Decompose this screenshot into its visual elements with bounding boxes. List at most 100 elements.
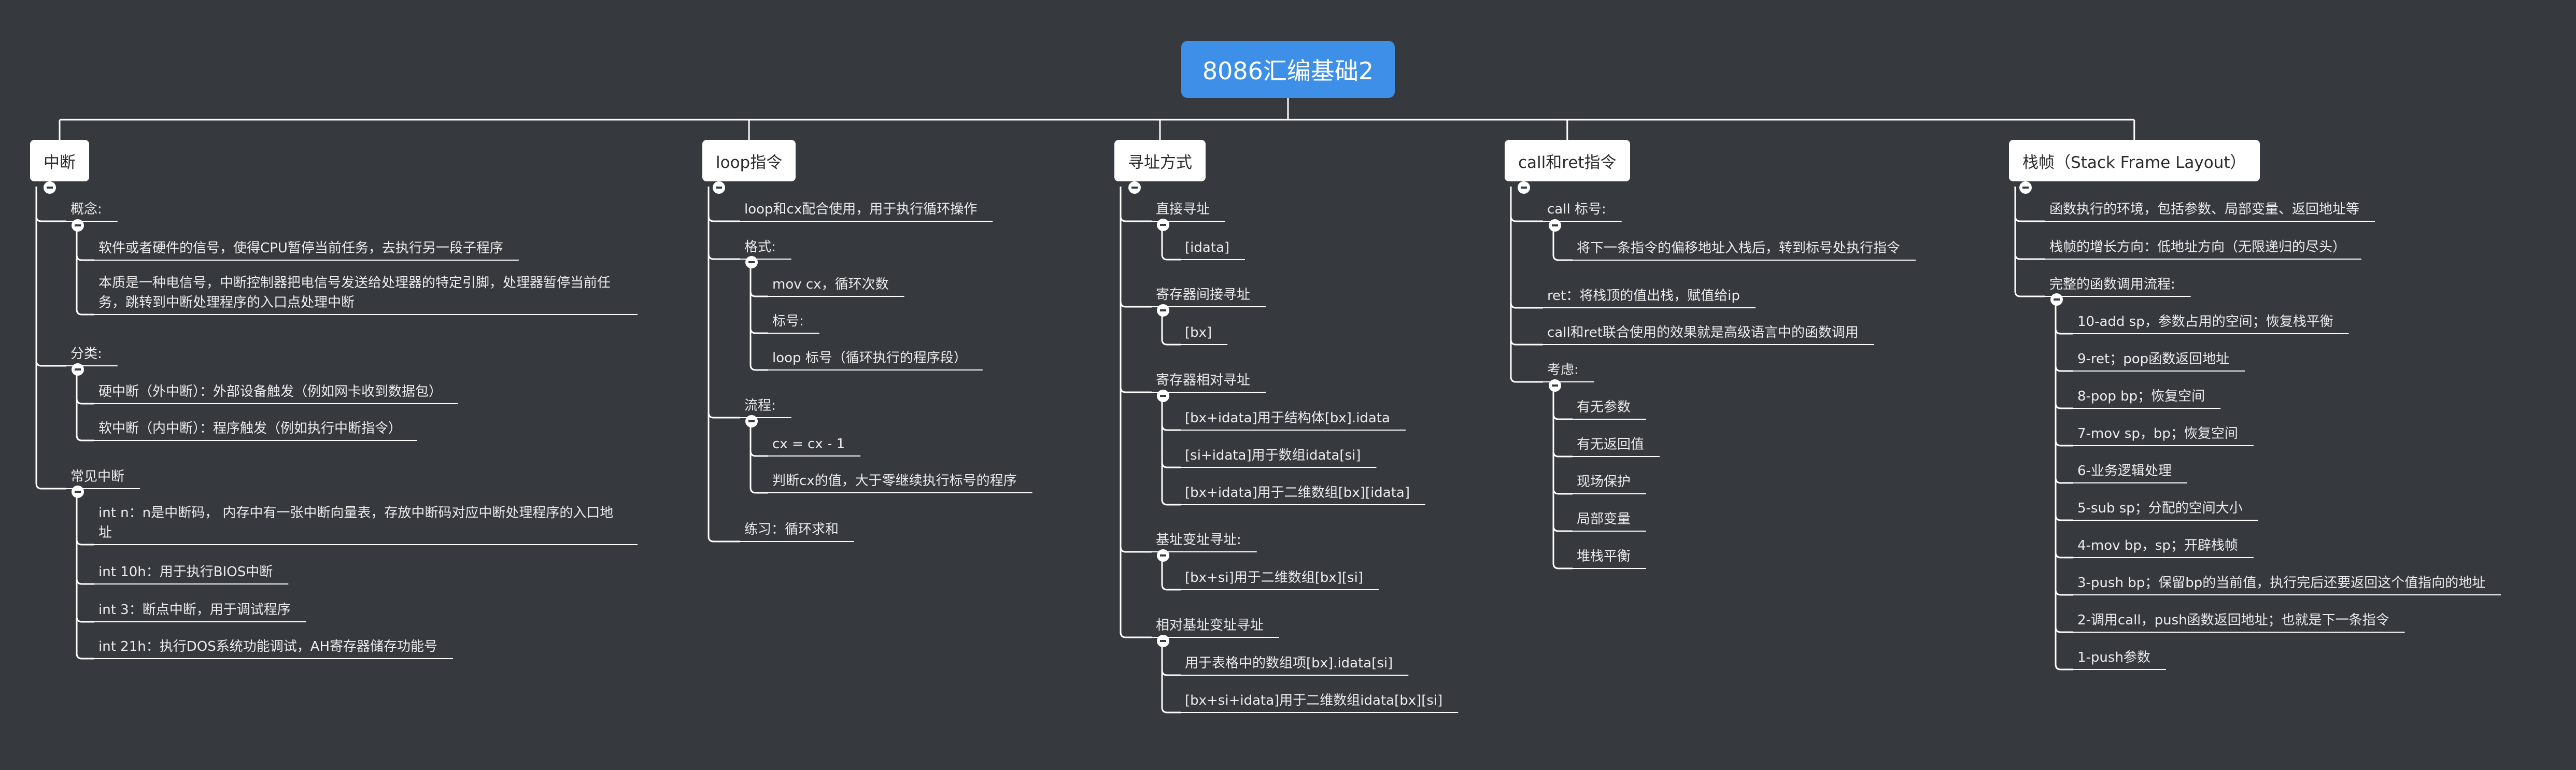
addr-group-5-item-1: 用于表格中的数组项[bx].idata[si]: [1185, 655, 1393, 671]
common-item-3: int 3：断点中断，用于调试程序: [98, 602, 291, 618]
concept-item-2: 本质是一种电信号，中断控制器把电信号发送给处理器的特定引脚，处理器暂停当前任务，…: [98, 275, 611, 310]
connector-line: [76, 309, 94, 316]
connector-line: [1120, 216, 1152, 222]
connector-line: [1161, 584, 1181, 591]
branch-interrupt[interactable]: 中断: [30, 140, 89, 181]
collapse-toggle-icon[interactable]: [72, 486, 84, 498]
collapse-toggle-icon[interactable]: [713, 181, 725, 194]
collapse-toggle-icon[interactable]: [1518, 181, 1530, 194]
loop-format-item-2: 标号:: [772, 313, 804, 329]
connector-line: [35, 216, 66, 222]
collapse-toggle-icon[interactable]: [745, 256, 758, 268]
connector-line: [1161, 669, 1181, 676]
connector-line: [1161, 339, 1181, 346]
branch-call-ret[interactable]: call和ret指令: [1505, 140, 1630, 181]
addr-group-5-item-2: [bx+si+idata]用于二维数组idata[bx][si]: [1185, 693, 1443, 708]
stack-frame-growth: 栈帧的增长方向：低地址方向（无限递归的尽头）: [2049, 239, 2346, 255]
loop-format-item-1: mov cx，循环次数: [772, 277, 889, 292]
connector-line: [2055, 515, 2073, 521]
addr-group-5-label: 相对基址变址寻址: [1156, 618, 1264, 633]
connector-line: [76, 254, 94, 261]
connector-line: [1120, 301, 1152, 308]
connector-line: [2055, 365, 2073, 372]
loop-flow-item-1: cx = cx - 1: [772, 436, 845, 452]
concept-item-1: 软件或者硬件的信号，使得CPU暂停当前任务，去执行另一段子程序: [98, 240, 503, 256]
branch-addressing[interactable]: 寻址方式: [1114, 140, 1206, 181]
connector-line: [2014, 291, 2045, 297]
connector-line: [1161, 254, 1181, 261]
root-node[interactable]: 8086汇编基础2: [1181, 41, 1395, 98]
connector-line: [2014, 253, 2045, 260]
common-item-1: int n：n是中断码， 内存中有一张中断向量表，存放中断码对应中断处理程序的入…: [98, 505, 614, 540]
flow-step-10: 10-add sp，参数占用的空间；恢复栈平衡: [2077, 314, 2333, 330]
addr-group-2-item-1: [bx]: [1185, 325, 1212, 340]
collapse-toggle-icon[interactable]: [44, 181, 56, 194]
connector-line: [2055, 477, 2073, 484]
label-concept: 概念:: [70, 202, 102, 217]
collapse-toggle-icon[interactable]: [1128, 181, 1141, 194]
connector-line: [35, 360, 66, 367]
loop-practice: 练习：循环求和: [744, 522, 839, 537]
label-common-interrupts: 常见中断: [70, 469, 125, 484]
addr-group-3-label: 寄存器相对寻址: [1156, 373, 1251, 388]
collapse-toggle-icon[interactable]: [72, 363, 84, 376]
consider-item-2: 有无返回值: [1577, 437, 1645, 452]
collapse-toggle-icon[interactable]: [2050, 293, 2063, 306]
addr-group-2-label: 寄存器间接寻址: [1156, 287, 1251, 303]
label-category: 分类:: [70, 346, 102, 362]
connector-line: [749, 487, 768, 494]
loop-intro: loop和cx配合使用，用于执行循环操作: [744, 202, 978, 217]
connector-line: [76, 435, 94, 441]
connector-line: [2055, 403, 2073, 409]
connector-line: [2014, 216, 2045, 222]
connector-line: [1161, 707, 1181, 714]
collapse-toggle-icon[interactable]: [72, 219, 84, 232]
flow-step-8: 8-pop bp；恢复空间: [2077, 389, 2205, 404]
connector-line: [1510, 376, 1543, 383]
collapse-toggle-icon[interactable]: [745, 415, 758, 427]
connector-line: [2055, 626, 2073, 633]
common-item-2: int 10h：用于执行BIOS中断: [98, 564, 273, 580]
label-call: call 标号:: [1547, 202, 1606, 217]
connector-line: [749, 291, 768, 297]
collapse-toggle-icon[interactable]: [1549, 379, 1561, 392]
loop-format-item-3: loop 标号（循环执行的程序段）: [772, 350, 967, 366]
connector-line: [1552, 451, 1573, 458]
collapse-toggle-icon[interactable]: [1157, 390, 1169, 402]
connector-line: [707, 412, 740, 419]
label-call-flow: 完整的函数调用流程:: [2049, 277, 2175, 292]
collapse-toggle-icon[interactable]: [1549, 219, 1561, 232]
flow-step-5: 5-sub sp；分配的空间大小: [2077, 501, 2243, 516]
connector-line: [1510, 302, 1543, 309]
consider-item-3: 现场保护: [1577, 474, 1631, 490]
connector-line: [1552, 563, 1573, 569]
label-loop-format: 格式:: [744, 239, 776, 255]
flow-step-9: 9-ret；pop函数返回地址: [2077, 351, 2230, 367]
collapse-toggle-icon[interactable]: [1157, 635, 1169, 647]
flow-step-6: 6-业务逻辑处理: [2077, 463, 2172, 479]
consider-item-1: 有无参数: [1577, 400, 1631, 415]
connector-line: [707, 536, 740, 543]
connector-line: [707, 216, 740, 222]
branch-stack-frame[interactable]: 栈帧（Stack Frame Layout）: [2009, 140, 2260, 181]
collapse-toggle-icon[interactable]: [1157, 549, 1169, 562]
consider-item-4: 局部变量: [1577, 511, 1631, 527]
connector-line: [76, 653, 94, 660]
collapse-toggle-icon[interactable]: [1157, 219, 1169, 231]
addr-group-3-item-3: [bx+idata]用于二维数组[bx][idata]: [1185, 485, 1410, 501]
collapse-toggle-icon[interactable]: [2019, 181, 2032, 194]
connector-line: [1120, 632, 1152, 638]
collapse-toggle-icon[interactable]: [1157, 304, 1169, 317]
connector-line: [76, 578, 94, 585]
addr-group-3-item-1: [bx+idata]用于结构体[bx].idata: [1185, 410, 1390, 426]
connector-line: [76, 539, 94, 546]
call-item-1: 将下一条指令的偏移地址入栈后，转到标号处执行指令: [1577, 240, 1901, 256]
connector-line: [76, 616, 94, 623]
flow-step-4: 4-mov bp，sp；开辟栈帧: [2077, 538, 2238, 553]
connector-line: [1161, 462, 1181, 468]
branch-loop[interactable]: loop指令: [702, 140, 796, 181]
connector-line: [1552, 413, 1573, 420]
connector-line: [1552, 488, 1573, 495]
